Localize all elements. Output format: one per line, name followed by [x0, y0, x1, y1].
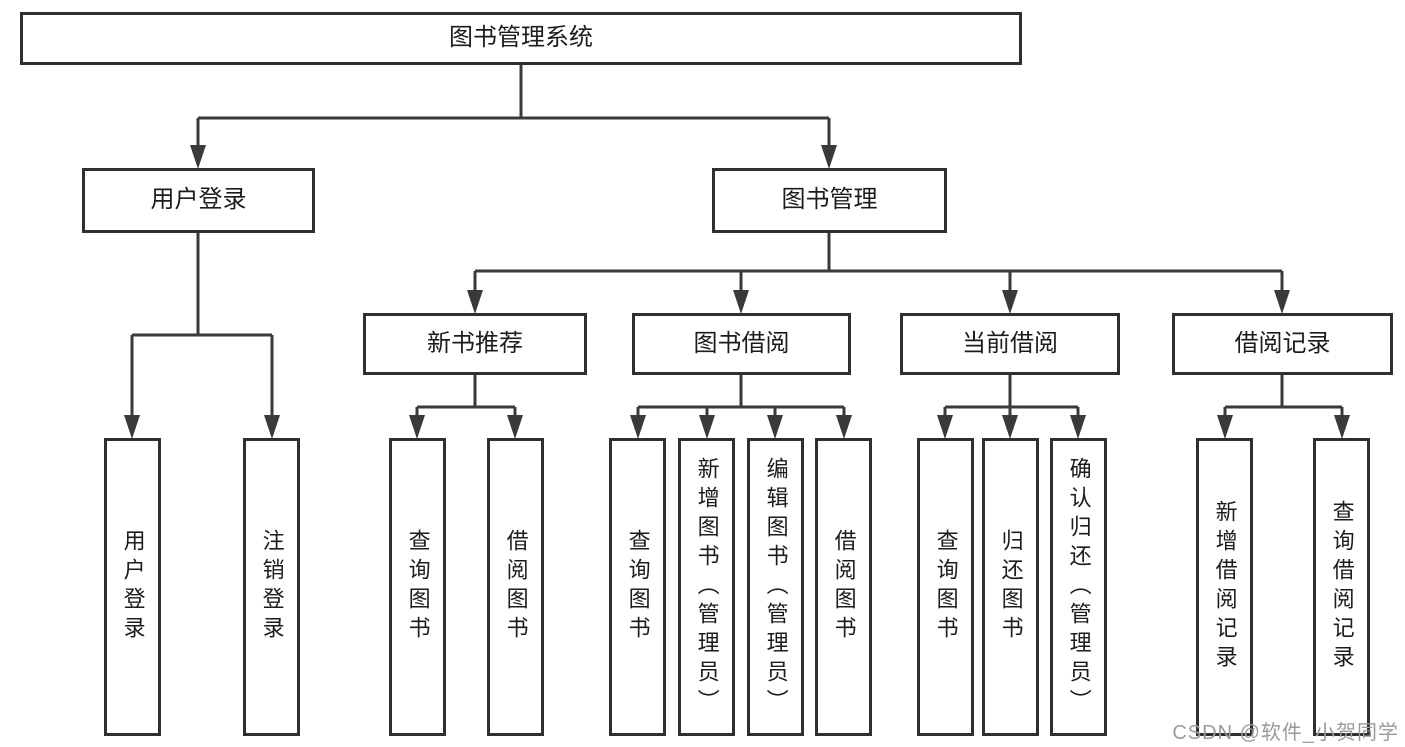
node-label: 借阅记录 — [1234, 329, 1331, 357]
node-label: 新增图书（管理员） — [694, 456, 720, 718]
node-query-books: 查询图书 — [609, 438, 666, 736]
node-borrow-books: 借阅图书 — [487, 438, 544, 736]
node-borrowing-records: 借阅记录 — [1172, 313, 1393, 375]
node-label: 借阅图书 — [831, 529, 857, 645]
node-current-borrowing: 当前借阅 — [900, 313, 1120, 375]
node-label: 归还图书 — [998, 529, 1024, 645]
arrowhead-markers — [124, 145, 1350, 439]
node-label: 借阅图书 — [503, 529, 529, 645]
node-label: 查询图书 — [933, 529, 959, 645]
node-label: 确认归还（管理员） — [1066, 456, 1092, 718]
node-query-borrow-record: 查询借阅记录 — [1313, 438, 1370, 736]
node-return-books: 归还图书 — [982, 438, 1039, 736]
node-book-borrowing: 图书借阅 — [632, 313, 851, 375]
node-label: 新增借阅记录 — [1212, 500, 1238, 674]
node-query-books: 查询图书 — [917, 438, 974, 736]
node-confirm-return-admin: 确认归还（管理员） — [1050, 438, 1107, 736]
node-user-login-leaf: 用户登录 — [104, 438, 161, 736]
node-label: 用户登录 — [120, 529, 146, 645]
node-library-management-system: 图书管理系统 — [20, 12, 1022, 65]
node-label: 新书推荐 — [427, 329, 523, 357]
watermark: CSDN @软件_小贺同学 — [1172, 722, 1399, 744]
node-book-management: 图书管理 — [712, 168, 947, 233]
node-label: 当前借阅 — [962, 329, 1058, 357]
node-label: 图书管理系统 — [449, 24, 593, 52]
node-label: 用户登录 — [150, 186, 247, 214]
node-logout-leaf: 注销登录 — [243, 438, 300, 736]
node-query-books: 查询图书 — [389, 438, 446, 736]
connector-lines — [130, 65, 1344, 417]
node-add-borrow-record: 新增借阅记录 — [1196, 438, 1253, 736]
node-label: 图书借阅 — [693, 329, 790, 357]
node-label: 图书管理 — [781, 186, 878, 214]
node-new-book-recommendation: 新书推荐 — [363, 313, 587, 375]
node-label: 查询借阅记录 — [1329, 500, 1355, 674]
node-label: 注销登录 — [259, 529, 285, 645]
node-user-login: 用户登录 — [82, 168, 315, 233]
node-borrow-books: 借阅图书 — [815, 438, 872, 736]
node-label: 编辑图书（管理员） — [763, 456, 789, 718]
node-edit-books-admin: 编辑图书（管理员） — [747, 438, 804, 736]
node-add-books-admin: 新增图书（管理员） — [678, 438, 735, 736]
node-label: 查询图书 — [405, 529, 431, 645]
node-label: 查询图书 — [625, 529, 651, 645]
